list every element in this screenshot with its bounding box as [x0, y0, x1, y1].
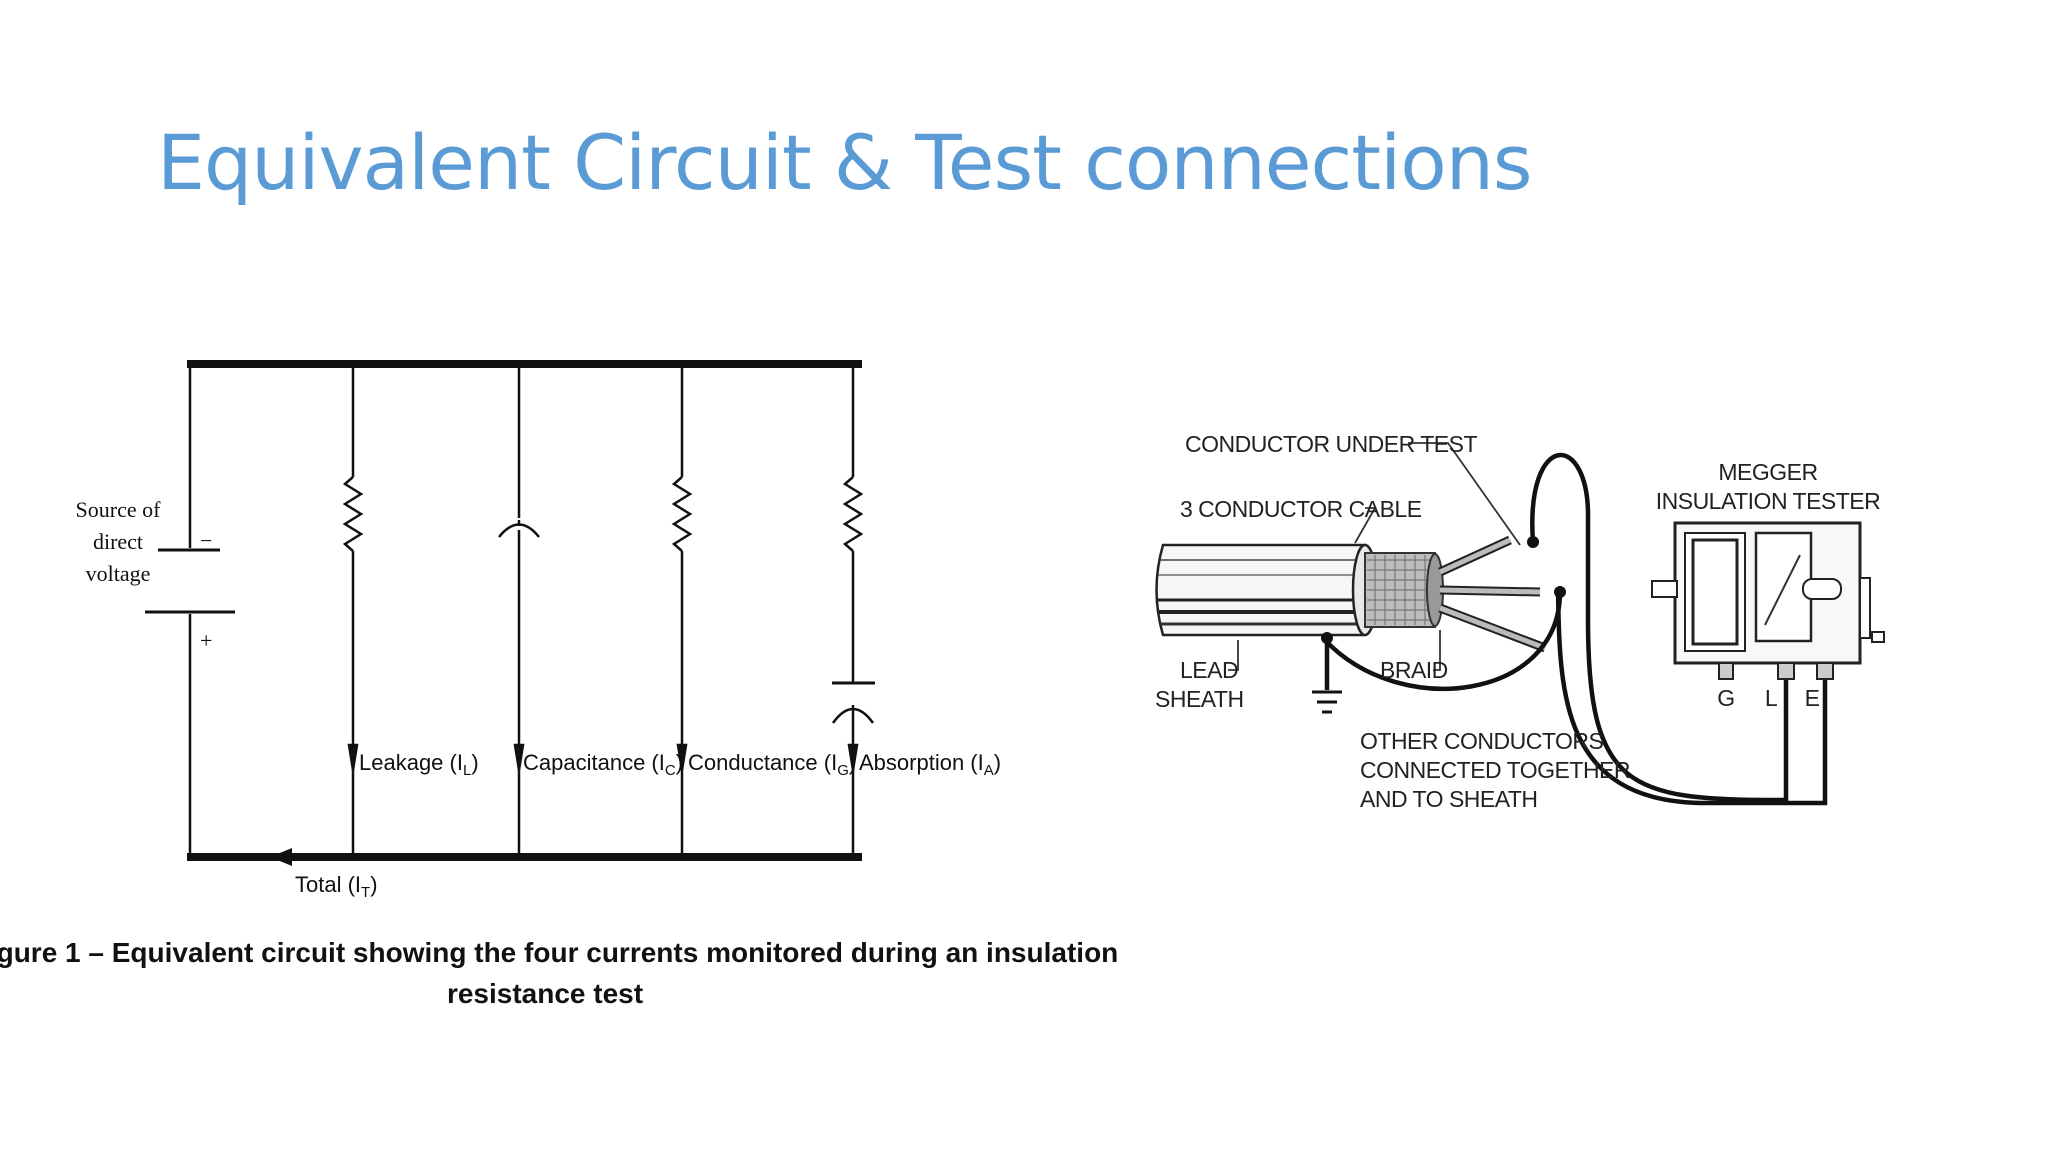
slide-title: Equivalent Circuit & Test connections [157, 118, 1532, 207]
label-3-conductor-cable: 3 CONDUCTOR CABLE [1180, 496, 1422, 522]
leakage-resistor [342, 364, 364, 857]
terminal-g-label: G [1717, 685, 1734, 711]
absorption-label: Absorption (IA) [859, 750, 1001, 779]
absorption-branch [831, 364, 875, 857]
label-conductor-under-test: CONDUCTOR UNDER TEST [1185, 431, 1477, 457]
battery-symbol [145, 364, 235, 857]
equivalent-circuit [145, 360, 875, 866]
figure-caption-line1: Figure 1 – Equivalent circuit showing th… [0, 937, 1118, 968]
test-leads [1323, 452, 1828, 806]
ground-icon [1312, 690, 1342, 714]
circuit-labels: Source of direct voltage − + Leakage (IL… [0, 497, 1118, 1009]
conductance-resistor [671, 364, 693, 857]
conductance-label: Conductance (IG) [688, 750, 856, 779]
callout-lines [1228, 442, 1521, 671]
label-megger: MEGGER [1718, 459, 1817, 485]
label-sheath: SHEATH [1155, 686, 1244, 712]
megger-tester-icon [1651, 521, 1885, 680]
total-arrow [270, 848, 292, 866]
label-braid: BRAID [1380, 657, 1448, 683]
leakage-label: Leakage (IL) [359, 750, 479, 779]
minus-sign: − [200, 528, 212, 553]
capacitance-capacitor [498, 364, 540, 857]
label-insulation-tester: INSULATION TESTER [1656, 488, 1881, 514]
capacitance-label: Capacitance (IC) [523, 750, 683, 779]
label-other-conductors-3: AND TO SHEATH [1360, 786, 1538, 812]
source-label-2: direct [93, 529, 143, 554]
label-other-conductors-1: OTHER CONDUCTORS [1360, 728, 1603, 754]
label-other-conductors-2: CONNECTED TOGETHER [1360, 757, 1630, 783]
plus-sign: + [200, 628, 212, 653]
source-label-1: Source of [76, 497, 162, 522]
total-label: Total (IT) [295, 872, 378, 901]
terminal-l-label: L [1765, 685, 1778, 711]
label-lead: LEAD [1180, 657, 1238, 683]
figure-caption-line2: resistance test [447, 978, 643, 1009]
cable-icon [1155, 535, 1547, 653]
terminal-e-label: E [1805, 685, 1820, 711]
test-connection-diagram: CONDUCTOR UNDER TEST 3 CONDUCTOR CABLE L… [1155, 431, 1885, 812]
source-label-3: voltage [86, 561, 151, 586]
